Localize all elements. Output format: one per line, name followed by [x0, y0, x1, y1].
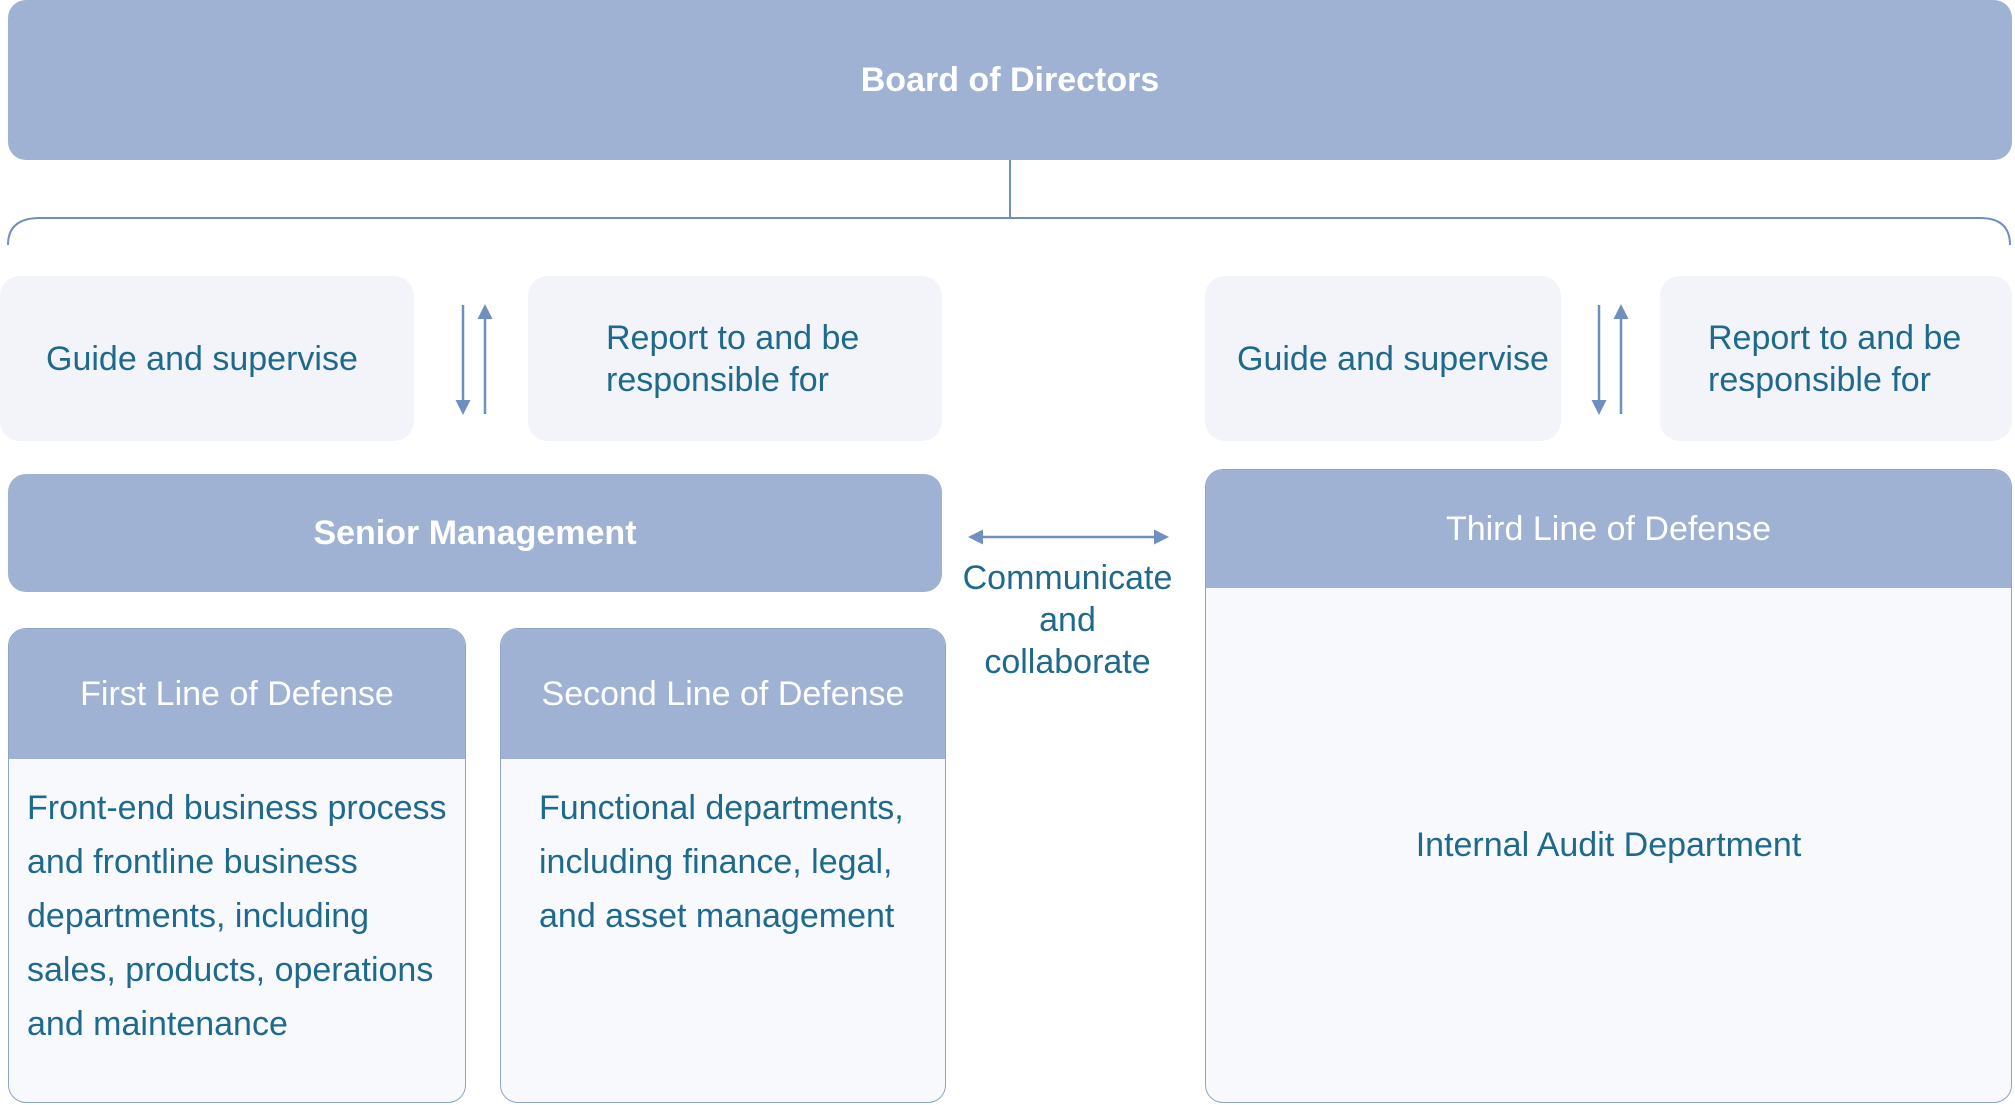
left-guide-label: Guide and supervise [46, 339, 358, 378]
second-line-of-defense-box: Second Line of Defense Functional depart… [500, 628, 946, 1103]
right-report-box: Report to and be responsible for [1660, 276, 2012, 441]
first-line-title: First Line of Defense [80, 674, 394, 713]
senior-management-title: Senior Management [313, 513, 637, 552]
first-line-header: First Line of Defense [9, 629, 465, 759]
board-title: Board of Directors [860, 60, 1160, 99]
right-guide-label: Guide and supervise [1237, 339, 1549, 378]
third-line-of-defense-box: Third Line of Defense Internal Audit Dep… [1205, 469, 2012, 1103]
board-of-directors-box: Board of Directors [8, 0, 2012, 160]
left-report-box: Report to and be responsible for [528, 276, 942, 441]
third-line-body: Internal Audit Department [1415, 826, 1802, 864]
third-line-title: Third Line of Defense [1445, 509, 1772, 548]
right-guide-box: Guide and supervise [1205, 276, 1561, 441]
left-guide-box: Guide and supervise [0, 276, 414, 441]
senior-management-box: Senior Management [8, 474, 942, 592]
second-line-body: Functional departments, including financ… [539, 789, 904, 935]
first-line-body: Front-end business process and frontline… [27, 789, 447, 1043]
board-bracket [7, 217, 2011, 246]
communicate-label: Communicate and collaborate [962, 559, 1173, 681]
second-line-header: Second Line of Defense [501, 629, 945, 759]
third-line-header: Third Line of Defense [1206, 470, 2011, 588]
left-report-label: Report to and be responsible for [606, 318, 860, 399]
second-line-title: Second Line of Defense [541, 674, 905, 713]
right-report-label: Report to and be responsible for [1708, 318, 1962, 399]
first-line-of-defense-box: First Line of Defense Front-end business… [8, 628, 466, 1103]
